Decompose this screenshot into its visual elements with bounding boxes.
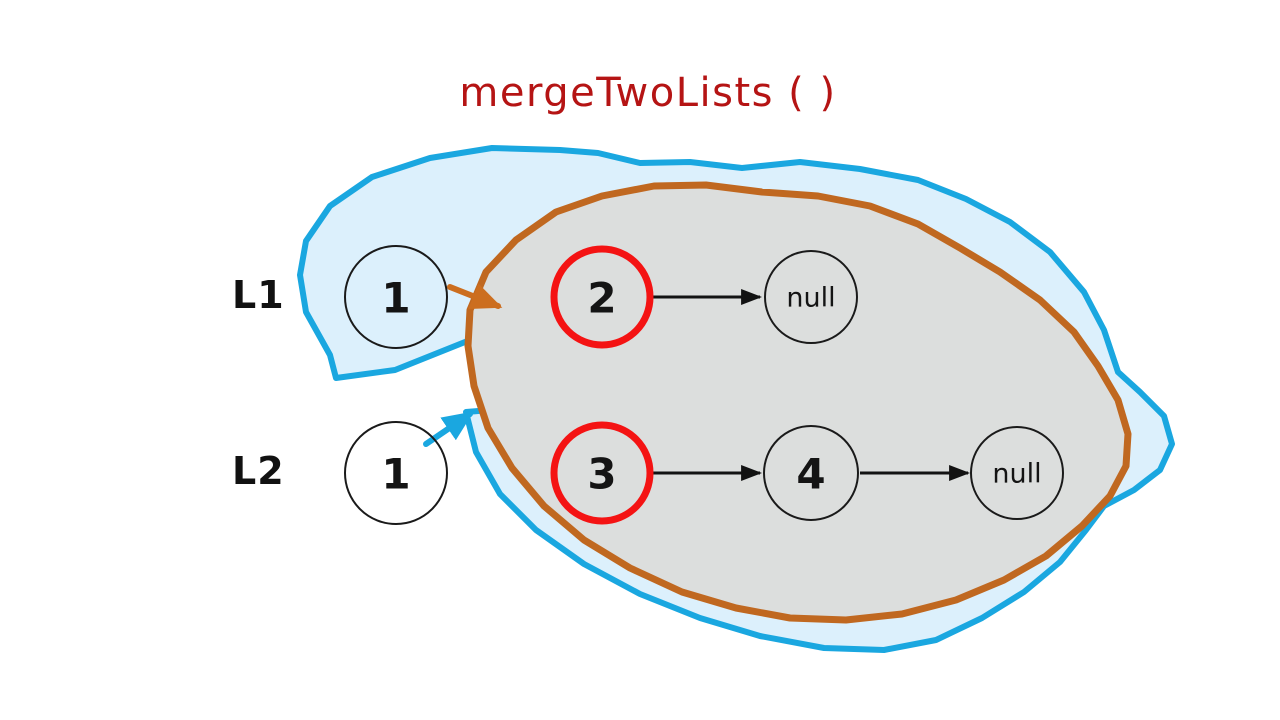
node-l2-1-value: 1 bbox=[381, 450, 410, 499]
node-l1-null-value: null bbox=[786, 283, 835, 314]
node-l2-3-value: 3 bbox=[587, 450, 616, 499]
node-l1-2-value: 2 bbox=[587, 274, 616, 323]
node-l2-1-circle bbox=[344, 421, 448, 525]
node-l2-4-circle bbox=[763, 425, 859, 521]
list-label-l1: L1 bbox=[232, 273, 285, 317]
node-l2-3-circle bbox=[550, 421, 654, 525]
page-title: mergeTwoLists ( ) bbox=[459, 70, 836, 116]
node-l1-1-circle bbox=[344, 245, 448, 349]
arrow-l2-head-to-outer-region bbox=[423, 411, 474, 447]
node-l2-3[interactable]: 3 bbox=[550, 421, 654, 525]
node-l1-1-value: 1 bbox=[381, 274, 410, 323]
node-l2-1[interactable]: 1 bbox=[344, 421, 448, 525]
node-l2-4-value: 4 bbox=[796, 450, 825, 499]
arrow-l1-head-to-inner-region bbox=[447, 283, 503, 310]
node-l1-null-circle bbox=[764, 250, 858, 344]
node-l1-2[interactable]: 2 bbox=[550, 245, 654, 349]
node-l2-null-circle bbox=[970, 426, 1064, 520]
node-l1-1[interactable]: 1 bbox=[344, 245, 448, 349]
node-l2-4[interactable]: 4 bbox=[763, 425, 859, 521]
node-l2-null[interactable]: null bbox=[970, 426, 1064, 520]
node-l1-2-circle bbox=[550, 245, 654, 349]
node-l2-null-value: null bbox=[992, 459, 1041, 490]
node-l1-null[interactable]: null bbox=[764, 250, 858, 344]
list-label-l2: L2 bbox=[232, 449, 285, 493]
